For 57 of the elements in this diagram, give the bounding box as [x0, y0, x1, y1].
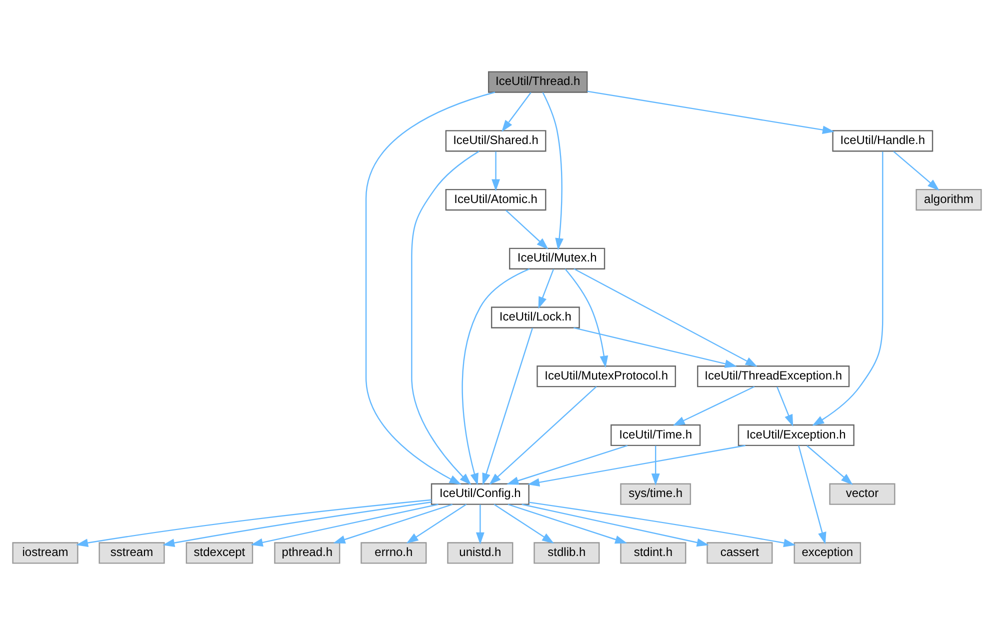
- node-box: stdint.h: [620, 542, 686, 564]
- arrow: [542, 92, 564, 250]
- arrow: [411, 150, 480, 486]
- arrow: [528, 502, 796, 548]
- node-box: stdexcept: [186, 542, 254, 564]
- arrow: [76, 499, 432, 548]
- node-box: sys/time.h: [620, 483, 692, 505]
- node-box: IceUtil/Config.h: [430, 483, 530, 505]
- node-box: IceUtil/ThreadException.h: [697, 366, 850, 388]
- arrow: [587, 90, 835, 134]
- node-box: IceUtil/Handle.h: [832, 130, 934, 152]
- node-box: cassert: [706, 542, 773, 564]
- arrow: [365, 92, 496, 485]
- node-box: unistd.h: [447, 542, 514, 564]
- arrow: [482, 328, 534, 486]
- arrow: [538, 268, 554, 309]
- node-box: IceUtil/Shared.h: [445, 130, 546, 152]
- node-box: IceUtil/Mutex.h: [509, 248, 606, 270]
- arrow: [506, 210, 548, 250]
- arrow: [672, 386, 755, 426]
- node-box: IceUtil/Exception.h: [738, 424, 854, 446]
- arrow: [492, 151, 500, 192]
- arrow: [574, 268, 758, 367]
- node-box: IceUtil/MutexProtocol.h: [536, 366, 676, 388]
- arrow: [574, 327, 737, 368]
- node-box: IceUtil/Atomic.h: [445, 188, 546, 211]
- arrow: [806, 445, 853, 485]
- node-box: errno.h: [360, 542, 427, 564]
- arrow: [522, 504, 709, 547]
- node-box: algorithm: [916, 188, 982, 211]
- arrow: [527, 444, 746, 486]
- arrow: [776, 386, 794, 427]
- arrow: [651, 446, 660, 486]
- node-box: iostream: [12, 542, 78, 564]
- arrow: [564, 268, 608, 368]
- node-box: IceUtil/Time.h: [610, 424, 701, 446]
- arrow: [333, 504, 453, 544]
- node-box: sstream: [98, 542, 165, 564]
- arrow: [162, 502, 432, 548]
- arrow: [462, 268, 530, 486]
- arrow: [476, 504, 484, 544]
- node-box: vector: [829, 483, 896, 505]
- node-box: pthread.h: [274, 542, 340, 564]
- arrow: [508, 504, 628, 544]
- arrow: [489, 386, 597, 485]
- node-box: exception: [794, 542, 862, 564]
- arrow: [502, 92, 532, 132]
- arrow: [250, 504, 438, 547]
- arrow: [812, 152, 884, 426]
- arrow: [494, 504, 554, 544]
- arrow: [406, 504, 467, 544]
- node-box: stdlib.h: [534, 542, 600, 564]
- node-box: IceUtil/Lock.h: [491, 306, 580, 328]
- arrow: [798, 445, 826, 544]
- node-box: IceUtil/Thread.h: [488, 71, 588, 93]
- arrow: [893, 150, 940, 191]
- arrow: [506, 444, 628, 485]
